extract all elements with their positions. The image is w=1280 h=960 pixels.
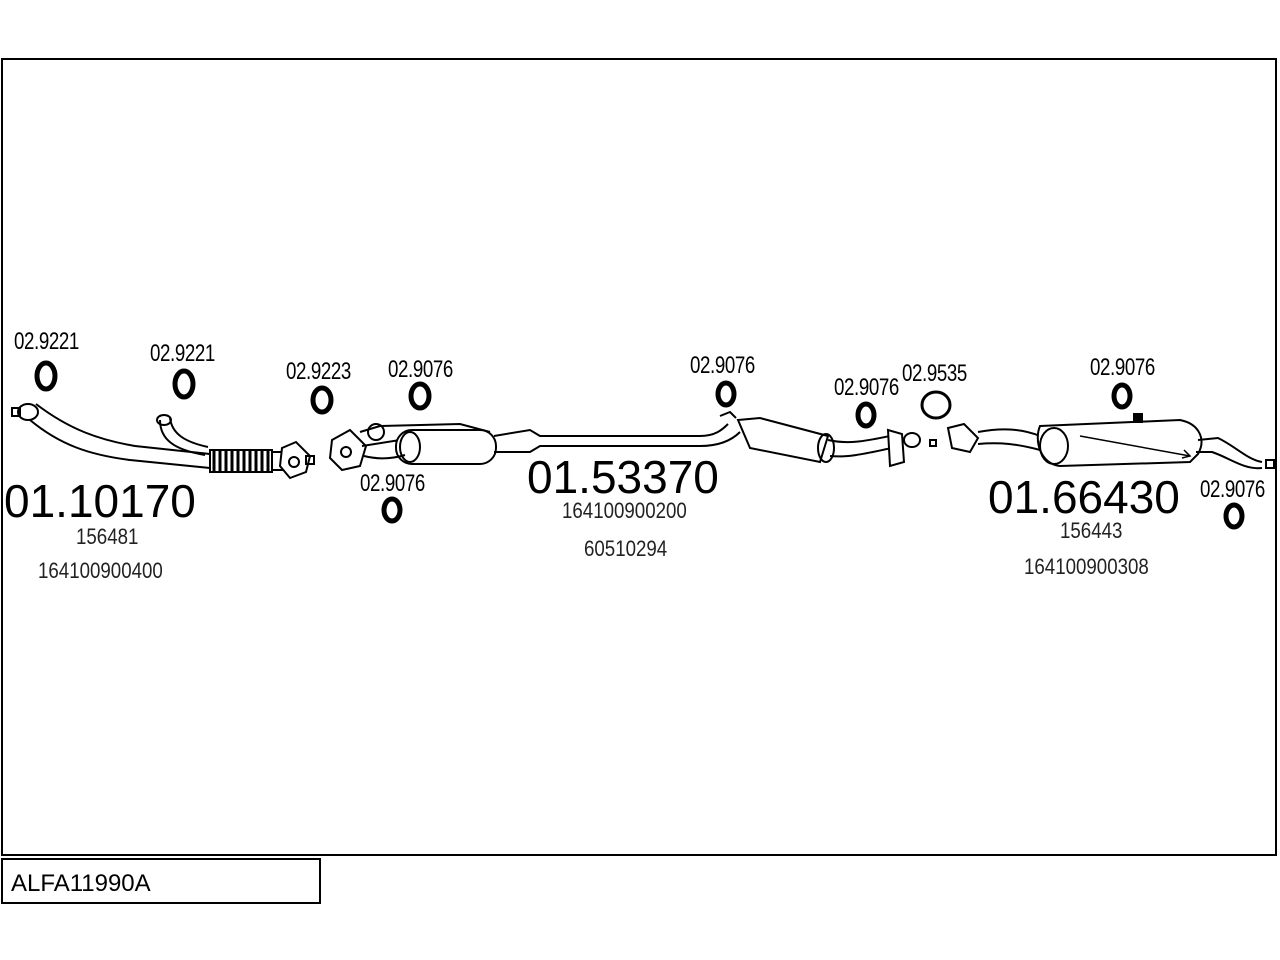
- fitting-label: 02.9076: [690, 352, 755, 379]
- reference-number: 164100900200: [562, 498, 687, 523]
- diagram-frame: [1, 58, 1277, 856]
- middle-silencer-drawing: [328, 410, 937, 472]
- clamp-ring-icon: [1223, 502, 1245, 530]
- clamp-ring-icon: [855, 401, 877, 429]
- gasket-icon: [34, 360, 58, 392]
- fitting-label: 02.9076: [834, 374, 899, 401]
- front-pipe-drawing: [11, 403, 315, 480]
- clamp-ring-icon: [381, 496, 403, 524]
- gasket-ring-icon: [920, 390, 952, 420]
- reference-number: 60510294: [584, 536, 668, 561]
- fitting-label: 02.9535: [902, 360, 967, 387]
- rear-silencer-drawing: [946, 413, 1275, 470]
- gasket-icon: [310, 385, 334, 415]
- reference-number: 156443: [1060, 518, 1123, 543]
- part-number: 01.10170: [4, 475, 196, 527]
- fitting-label: 02.9223: [286, 358, 351, 385]
- diagram-code-box: ALFA11990A: [1, 858, 321, 904]
- fitting-label: 02.9076: [1090, 354, 1155, 381]
- clamp-ring-icon: [715, 380, 737, 408]
- reference-number: 156481: [76, 524, 139, 549]
- fitting-label: 02.9221: [14, 328, 79, 355]
- reference-number: 164100900308: [1024, 554, 1149, 579]
- gasket-icon: [172, 368, 196, 400]
- part-number: 01.53370: [527, 451, 719, 503]
- clamp-ring-icon: [1111, 382, 1133, 410]
- clamp-ring-icon: [408, 381, 432, 411]
- fitting-label: 02.9076: [360, 470, 425, 497]
- diagram-code: ALFA11990A: [11, 870, 151, 897]
- reference-number: 164100900400: [38, 558, 163, 583]
- part-number: 01.66430: [988, 471, 1180, 523]
- fitting-label: 02.9221: [150, 340, 215, 367]
- fitting-label: 02.9076: [388, 356, 453, 383]
- fitting-label: 02.9076: [1200, 476, 1265, 503]
